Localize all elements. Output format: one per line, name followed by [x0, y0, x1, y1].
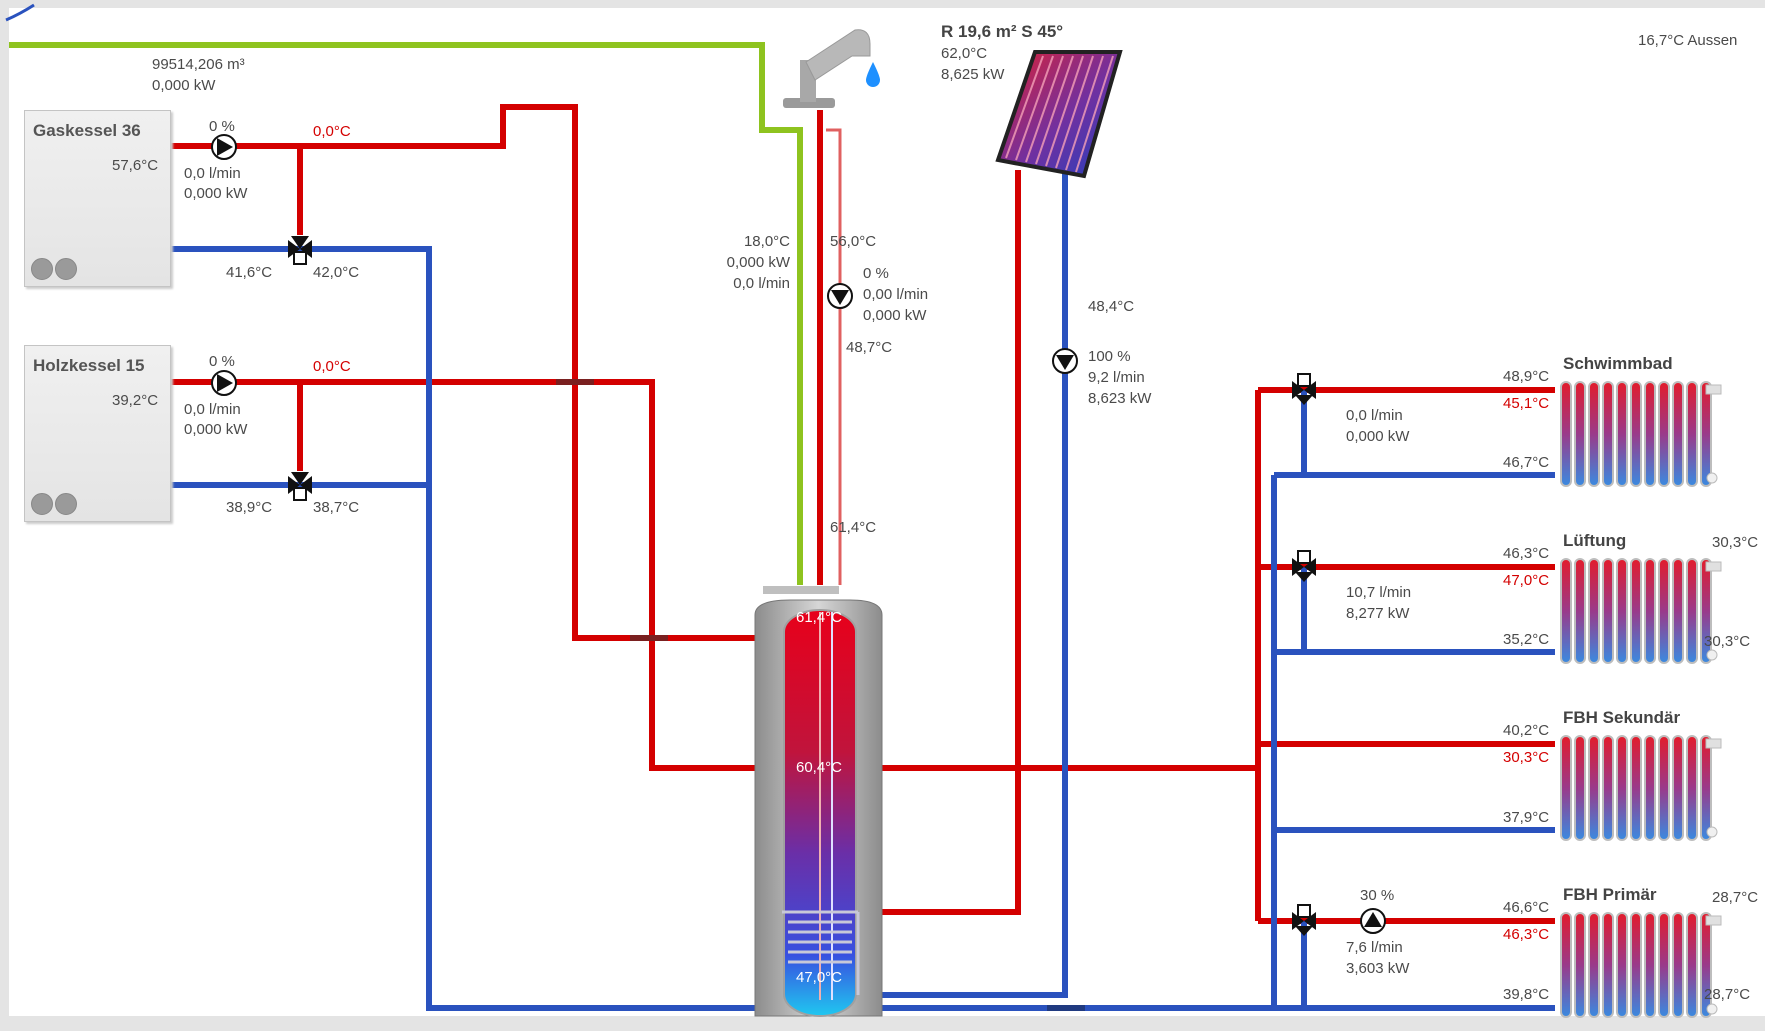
- solar-pump-power: 8,623 kW: [1088, 390, 1152, 407]
- radiator-icon: [1560, 735, 1722, 841]
- circuit-supply-temp: 46,6°C: [1503, 899, 1550, 916]
- holzkessel-flow-temp: 0,0°C: [313, 358, 351, 375]
- solar-return-temp: 48,4°C: [1088, 298, 1135, 315]
- holzkessel-pump-icon[interactable]: [211, 370, 237, 396]
- circulation-power: 0,000 kW: [863, 307, 927, 324]
- pipe-crossings: [556, 379, 1085, 1011]
- circuit-return-temp: 39,8°C: [1503, 986, 1550, 1003]
- gaskessel-flow: 0,0 l/min: [184, 165, 241, 182]
- heat-exchanger-coil: [782, 910, 860, 995]
- left-frame: [0, 0, 9, 1031]
- knob-icon: [31, 258, 53, 280]
- circulation-return-temp: 48,7°C: [846, 339, 893, 356]
- circuit-name-fbh-primaer: FBH Primär: [1563, 885, 1657, 904]
- circuit-supply-temp: 46,3°C: [1503, 545, 1550, 562]
- circuit-mixed-temp: 45,1°C: [1503, 395, 1550, 412]
- bottom-frame: [9, 1016, 1765, 1031]
- fbh-primaer-mixing-valve-icon[interactable]: [1292, 904, 1316, 936]
- circuit-mixed-temp: 30,3°C: [1503, 749, 1550, 766]
- circuit-return-temp: 35,2°C: [1503, 631, 1550, 648]
- lueftung-mixing-valve-icon[interactable]: [1292, 550, 1316, 582]
- hot-water-temp: 56,0°C: [830, 233, 877, 250]
- gaskessel-return-right: 42,0°C: [313, 264, 360, 281]
- tank-mid-temp: 60,4°C: [795, 759, 843, 776]
- gaskessel-pump-icon[interactable]: [211, 134, 237, 160]
- circuit-name-fbh-sekundaer: FBH Sekundär: [1563, 708, 1681, 727]
- outside-temp: 16,7°C Aussen: [1638, 32, 1738, 49]
- knob-icon: [55, 493, 77, 515]
- solar-pump-icon[interactable]: [1052, 348, 1078, 374]
- gaskessel-mixing-valve-icon[interactable]: [288, 236, 312, 265]
- holzkessel-mixing-valve-icon[interactable]: [288, 472, 312, 501]
- faucet-icon: [783, 29, 880, 108]
- circuit-flow: 10,7 l/min: [1346, 584, 1412, 601]
- tank-top-temp: 61,4°C: [795, 609, 843, 626]
- gaskessel-unit[interactable]: Gaskessel 36: [24, 110, 171, 287]
- solar-panel-icon: [995, 50, 1123, 179]
- circuit-mixed-temp: 46,3°C: [1503, 926, 1550, 943]
- radiator-icon: [1560, 558, 1722, 664]
- circuit-supply-temp: 48,9°C: [1503, 368, 1550, 385]
- fbh-primaer-pump-icon[interactable]: [1360, 908, 1386, 934]
- circuit-name-lueftung: Lüftung: [1563, 531, 1627, 550]
- gaskessel-temp: 57,6°C: [112, 157, 159, 174]
- holzkessel-unit[interactable]: Holzkessel 15: [24, 345, 171, 522]
- gaskessel-title: Gaskessel 36: [33, 121, 141, 140]
- circuit-room-temp-top: 28,7°C: [1712, 889, 1759, 906]
- holzkessel-pump-pct: 0 %: [209, 353, 235, 370]
- gaskessel-power: 0,000 kW: [184, 185, 248, 202]
- knob-icon: [55, 258, 77, 280]
- gaskessel-pump-pct: 0 %: [209, 118, 235, 135]
- schwimmbad-mixing-valve-icon[interactable]: [1292, 373, 1316, 405]
- solar-pump-pct: 100 %: [1088, 348, 1131, 365]
- solar-power: 8,625 kW: [941, 66, 1005, 83]
- circuit-power: 0,000 kW: [1346, 428, 1410, 445]
- circulation-pipe: [826, 128, 842, 585]
- holzkessel-title: Holzkessel 15: [33, 356, 145, 375]
- radiator-icon: [1560, 912, 1722, 1018]
- circuit-return-temp: 46,7°C: [1503, 454, 1550, 471]
- holzkessel-return-left: 38,9°C: [226, 499, 273, 516]
- holzkessel-power: 0,000 kW: [184, 421, 248, 438]
- holzkessel-temp: 39,2°C: [112, 392, 159, 409]
- gaskessel-return-left: 41,6°C: [226, 264, 273, 281]
- circuit-power: 8,277 kW: [1346, 605, 1410, 622]
- circulation-flow: 0,00 l/min: [863, 286, 929, 303]
- circuit-power: 3,603 kW: [1346, 960, 1410, 977]
- tank-bottom-temp: 47,0°C: [795, 969, 843, 986]
- circuit-room-temp-bottom: 30,3°C: [1704, 633, 1751, 650]
- radiator-group: [1560, 381, 1722, 1018]
- solar-temp: 62,0°C: [941, 45, 988, 62]
- storage-tank: [754, 586, 883, 1017]
- circuit-pump-pct: 30 %: [1360, 887, 1395, 904]
- circulation-pump-pct: 0 %: [863, 265, 889, 282]
- top-frame: [0, 0, 1765, 8]
- gas-meter-power: 0,000 kW: [152, 77, 216, 94]
- circuit-supply-temp: 40,2°C: [1503, 722, 1550, 739]
- cold-water-temp: 18,0°C: [743, 233, 790, 250]
- gaskessel-flow-temp: 0,0°C: [313, 123, 351, 140]
- tank-outlet-temp: 61,4°C: [830, 519, 877, 536]
- holzkessel-return-right: 38,7°C: [313, 499, 360, 516]
- circuit-room-temp-bottom: 28,7°C: [1704, 986, 1751, 1003]
- holzkessel-flow: 0,0 l/min: [184, 401, 241, 418]
- cold-water-pipe: [9, 42, 803, 585]
- circuit-mixed-temp: 47,0°C: [1503, 572, 1550, 589]
- radiator-icon: [1560, 381, 1722, 487]
- solar-flow: 9,2 l/min: [1088, 369, 1145, 386]
- circuit-flow: 0,0 l/min: [1346, 407, 1403, 424]
- circuit-name-schwimmbad: Schwimmbad: [1563, 354, 1673, 373]
- knob-icon: [31, 493, 53, 515]
- solar-title: R 19,6 m² S 45°: [941, 22, 1064, 41]
- circuit-room-temp-top: 30,3°C: [1712, 534, 1759, 551]
- gas-meter-volume: 99514,206 m³: [152, 56, 245, 73]
- logo-arc: [5, 3, 35, 22]
- cold-water-power: 0,000 kW: [726, 254, 790, 271]
- cold-water-flow: 0,0 l/min: [733, 275, 790, 292]
- circuit-flow: 7,6 l/min: [1346, 939, 1403, 956]
- circuit-return-temp: 37,9°C: [1503, 809, 1550, 826]
- circulation-pump-icon[interactable]: [827, 283, 853, 309]
